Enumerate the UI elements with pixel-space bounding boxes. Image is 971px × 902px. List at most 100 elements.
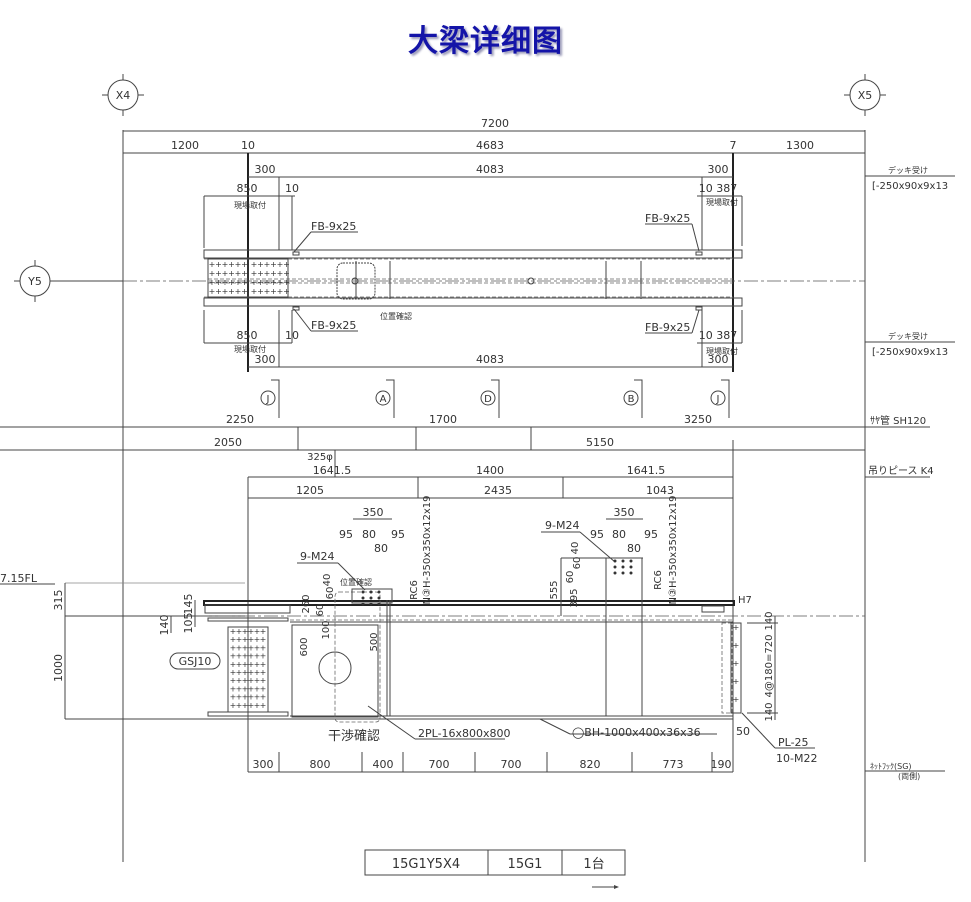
arrow-icon	[614, 885, 619, 889]
bolt-mark: +	[260, 676, 267, 685]
section-mark-j: J	[710, 379, 730, 418]
bolt-mark: +	[260, 701, 267, 710]
bolt-mark: +	[248, 701, 255, 710]
bolt-mark: +	[228, 278, 235, 287]
dim: 315	[52, 590, 65, 611]
rc-label: RC6	[653, 570, 664, 590]
dim: 60	[565, 571, 576, 584]
dim: 1043	[646, 484, 674, 497]
drawing-line	[334, 591, 381, 723]
bolt-mark: +	[248, 693, 255, 702]
bolt-hole	[613, 565, 617, 569]
dim: 850	[237, 329, 258, 342]
bolt-mark: +	[236, 693, 243, 702]
bolt-mark: +	[236, 668, 243, 677]
field-install-note: 現場取付	[706, 197, 738, 207]
field-install-note: 現場取付	[706, 346, 738, 356]
bolt-mark: +	[251, 269, 258, 278]
bolt-mark: +	[242, 668, 249, 677]
dim: 140	[764, 702, 775, 721]
bolt-mark: +	[260, 668, 267, 677]
dim: 80	[627, 542, 641, 555]
bolt-mark: +	[254, 684, 261, 693]
bolt-mark: +	[222, 260, 229, 269]
dim: 800	[310, 758, 331, 771]
bolt-mark: +	[242, 652, 249, 661]
bolt-hole	[621, 565, 625, 569]
elevation-annotations: 干渉確認 2PL-16x800x800 ◯BH-1000x400x36x36 5…	[328, 595, 945, 781]
dim: 95	[339, 528, 353, 541]
dim-overall: 7200	[481, 117, 509, 130]
drawing-circle	[623, 390, 639, 406]
bolt-mark: +	[254, 635, 261, 644]
drawing-line	[539, 718, 571, 735]
end-bolt-spec: 10-M22	[776, 752, 817, 765]
bolt-mark: +	[254, 627, 261, 636]
grid-label-x4: X4	[116, 89, 131, 102]
bolt-label: 9-M24	[300, 550, 334, 563]
bolt-mark: +	[254, 643, 261, 652]
bolt-mark: +	[230, 635, 237, 644]
bolt-hole	[629, 571, 633, 575]
dim: 2050	[214, 436, 242, 449]
beam-plan: 位置確認	[123, 249, 865, 321]
dim: 7	[730, 139, 737, 152]
section-label: J	[266, 394, 270, 405]
bolt-mark: +	[270, 287, 277, 296]
bolt-mark: +	[242, 660, 249, 669]
bolt-hole	[369, 596, 373, 600]
bolt-mark: +	[242, 684, 249, 693]
bolt-mark: +	[242, 635, 249, 644]
column-spec: N③H-350x350x12x19	[668, 496, 679, 605]
bolt-hole	[369, 590, 373, 594]
bolt-mark: +	[235, 269, 242, 278]
bolt-mark: +	[260, 635, 267, 644]
net-hook-label: ﾈｯﾄﾌｯｸ(SG)	[870, 762, 912, 771]
quantity: 1台	[583, 857, 604, 872]
bolt-mark: +	[230, 643, 237, 652]
bolt-mark: +	[209, 278, 216, 287]
bolt-hole	[629, 565, 633, 569]
fb-label: FB-9x25	[645, 321, 690, 334]
bolt-mark: +	[251, 287, 258, 296]
section-label: A	[380, 394, 387, 405]
bolt-mark: +	[260, 660, 267, 669]
grid-label-y5: Y5	[27, 275, 42, 288]
bolt-mark: +	[236, 627, 243, 636]
bolt-mark: +	[283, 278, 290, 287]
title-block: 15G1Y5X4 15G1 1台	[364, 849, 626, 889]
bolt-mark: +	[235, 260, 242, 269]
dim: 80	[374, 542, 388, 555]
bolt-mark: +	[260, 684, 267, 693]
dim: 50	[736, 725, 750, 738]
dim: 10	[285, 329, 299, 342]
bolt-mark: +	[254, 668, 261, 677]
drawing-line	[695, 306, 703, 311]
bolt-mark: +	[230, 701, 237, 710]
member-mark: 15G1	[508, 857, 543, 872]
bolt-mark: +	[248, 627, 255, 636]
dim: 4683	[476, 139, 504, 152]
dim: 1000	[52, 654, 65, 682]
sleeve-label: ｻﾔ管 SH120	[870, 414, 926, 427]
bolt-mark: +	[236, 684, 243, 693]
dim: 1300	[786, 139, 814, 152]
bolt-grid-plan: ++++++++++++++++++++++++++++++++++++++++…	[209, 260, 290, 296]
interference-note: 干渉確認	[328, 728, 380, 744]
bolt-mark: +	[235, 278, 242, 287]
floor-level: 7.15FL	[0, 572, 38, 585]
deck-spec: [-250x90x9x13	[872, 347, 948, 358]
drawing-line	[364, 849, 626, 876]
drawing-circle	[480, 390, 496, 406]
bolt-mark: +	[248, 668, 255, 677]
section-label: B	[628, 394, 635, 405]
end-plate	[730, 622, 742, 714]
drawing-line	[293, 308, 312, 332]
dim: 105	[182, 613, 195, 634]
hole-dim: 325φ	[307, 452, 333, 463]
bolt-mark: +	[270, 278, 277, 287]
dim: 2435	[484, 484, 512, 497]
dim: 1400	[476, 464, 504, 477]
deck-label: デッキ受け	[888, 331, 928, 341]
dim: 140	[764, 611, 775, 630]
